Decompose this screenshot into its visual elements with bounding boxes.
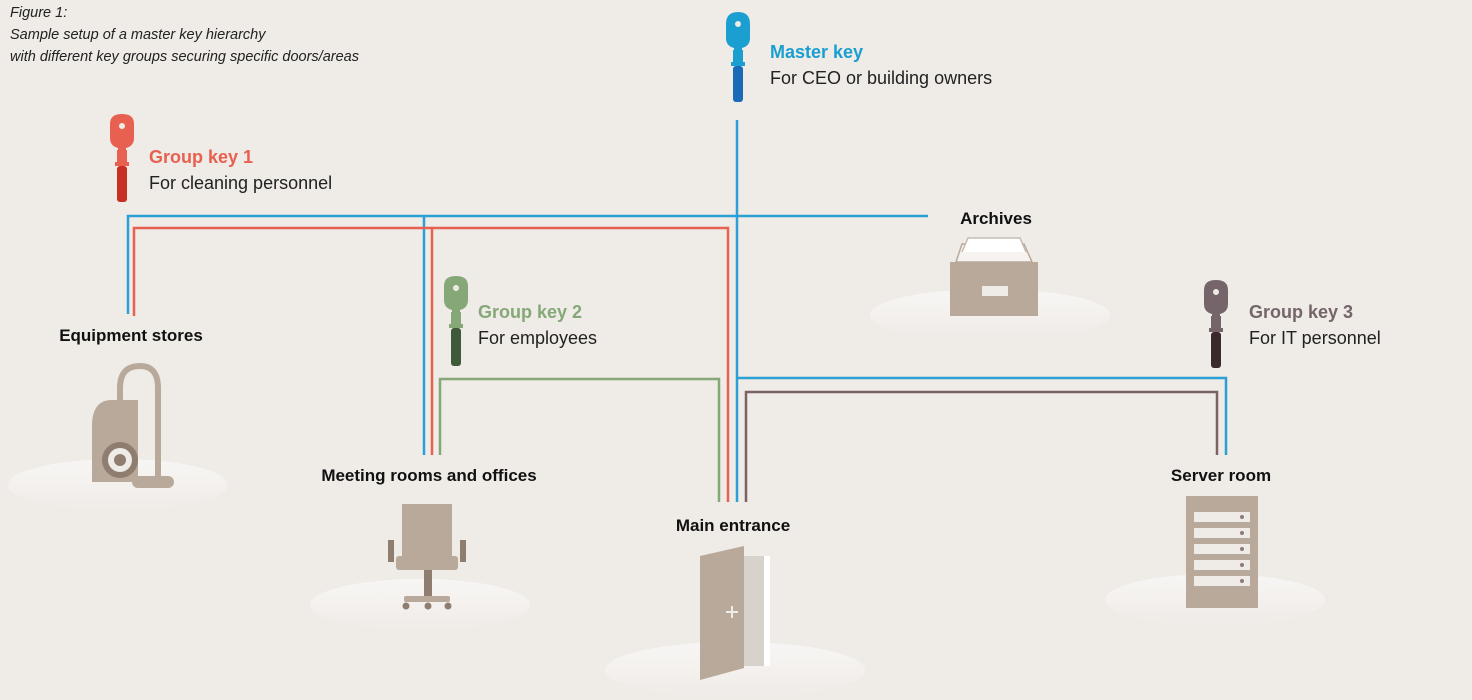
archives-label: Archives: [960, 209, 1032, 228]
group-key-2-description: For employees: [478, 328, 598, 348]
connection-lines: [126, 120, 1228, 502]
server-units: [1194, 512, 1250, 586]
group-key-2-title: Group key 2: [478, 302, 583, 322]
main-entrance-label: Main entrance: [675, 516, 791, 535]
group2-line: [438, 377, 721, 502]
group-key-1-description: For cleaning personnel: [149, 173, 333, 193]
master-line-top-bar: [126, 214, 928, 314]
group-key-1-label: Group key 1 For cleaning personnel: [149, 144, 332, 196]
group-key-3-title: Group key 3: [1249, 302, 1354, 322]
archive-box-icon: [950, 237, 1038, 316]
key-icon: [726, 12, 750, 102]
group3-line: [744, 390, 1219, 502]
server-room-label: Server room: [1170, 466, 1272, 485]
vacuum-cleaner-icon: [92, 362, 174, 488]
key-icon: [110, 114, 134, 202]
meeting-rooms-label: Meeting rooms and offices: [321, 466, 537, 485]
figure-caption: Figure 1: Sample setup of a master key h…: [10, 2, 359, 68]
caption-line: Sample setup of a master key hierarchy: [10, 27, 266, 43]
master-key-label: Master key For CEO or building owners: [770, 39, 992, 91]
group-key-3-description: For IT personnel: [1249, 328, 1381, 348]
caption-line: Figure 1:: [10, 5, 68, 21]
door-icon: [700, 546, 770, 680]
master-line-server: [737, 376, 1228, 455]
master-key-title: Master key: [770, 42, 864, 62]
group-key-2-label: Group key 2 For employees: [478, 299, 597, 351]
equipment-stores-label: Equipment stores: [59, 326, 203, 345]
group-key-3-label: Group key 3 For IT personnel: [1249, 299, 1381, 351]
floor-shadows: [8, 289, 1325, 698]
key-icon: [444, 276, 468, 366]
office-chair-icon: [388, 504, 466, 610]
caption-line: with different key groups securing speci…: [10, 49, 359, 65]
server-rack-icon: [1186, 496, 1258, 608]
key-icon: [1204, 280, 1228, 368]
master-key-description: For CEO or building owners: [770, 68, 993, 88]
group-key-1-title: Group key 1: [149, 147, 254, 167]
